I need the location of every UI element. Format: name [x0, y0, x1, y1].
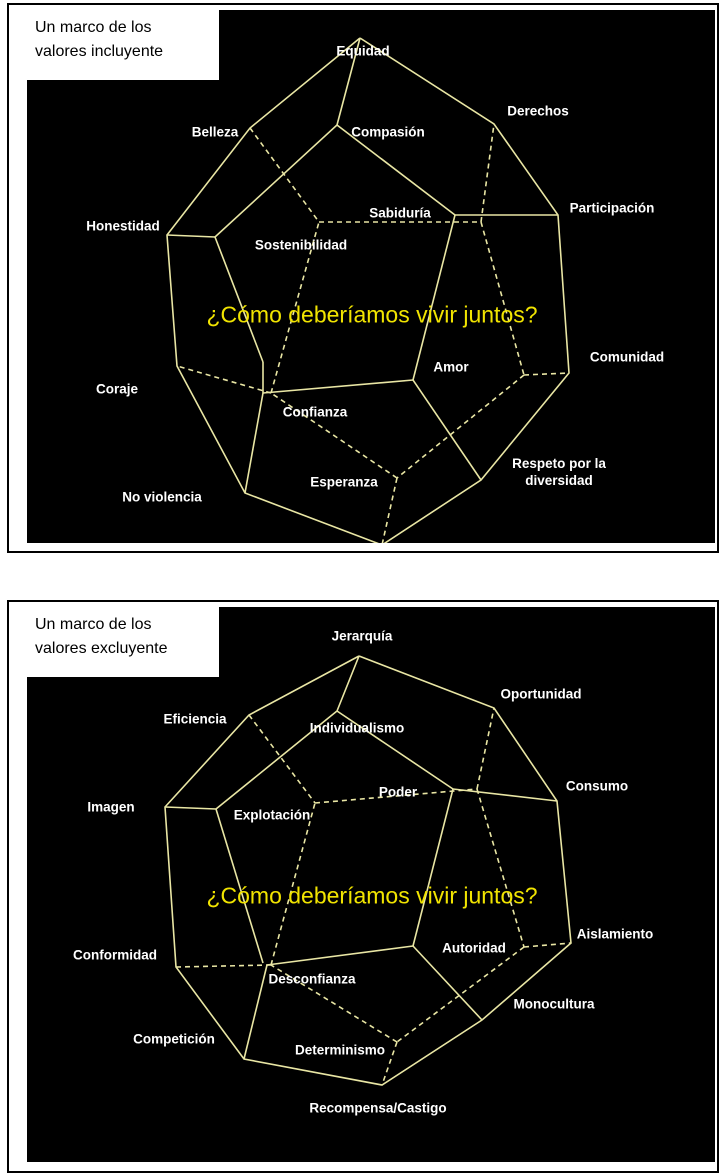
label-individualismo: Individualismo	[309, 720, 405, 736]
dodecahedron-wireframe	[166, 37, 570, 543]
label-belleza: Belleza	[191, 124, 239, 140]
label-poder: Poder	[378, 784, 418, 800]
label-explotacion: Explotación	[233, 807, 311, 823]
label-determinismo: Determinismo	[294, 1042, 386, 1058]
exclusive-values-panel: Un marco de los valores excluyente ¿Cómo…	[7, 600, 719, 1173]
label-jerarquia: Jerarquía	[331, 628, 393, 644]
label-respeto-por-la-diversidad: Respeto por la diversidad	[512, 456, 606, 488]
label-conformidad: Conformidad	[73, 947, 157, 963]
inclusive-values-panel: Un marco de los valores incluyente ¿Cómo…	[7, 3, 719, 553]
caption-line-1: Un marco de los	[35, 616, 152, 633]
label-recompensa-castigo: Recompensa/Castigo	[309, 1100, 447, 1116]
label-derechos: Derechos	[507, 103, 569, 119]
label-oportunidad: Oportunidad	[500, 686, 582, 702]
panel-caption: Un marco de los valores incluyente	[27, 10, 219, 80]
label-monocultura: Monocultura	[513, 996, 595, 1012]
label-sostenibilidad: Sostenibilidad	[254, 237, 348, 253]
label-compasion: Compasión	[351, 124, 425, 140]
label-comunidad: Comunidad	[589, 349, 665, 365]
label-no-violencia: No violencia	[122, 489, 202, 505]
exclusive-dodecahedron-diagram: Un marco de los valores excluyente ¿Cómo…	[27, 607, 715, 1162]
label-competicion: Competición	[133, 1031, 215, 1047]
panel-caption: Un marco de los valores excluyente	[27, 607, 219, 677]
central-question: ¿Cómo deberíamos vivir juntos?	[206, 301, 538, 328]
caption-line-2: valores incluyente	[35, 43, 164, 60]
caption-line-2: valores excluyente	[35, 640, 168, 657]
central-question: ¿Cómo deberíamos vivir juntos?	[206, 882, 538, 909]
label-sabiduria: Sabiduría	[369, 205, 431, 221]
label-coraje: Coraje	[95, 381, 139, 397]
label-amor: Amor	[433, 359, 469, 375]
label-equidad: Equidad	[336, 43, 390, 59]
label-participacion: Participación	[569, 200, 655, 216]
label-autoridad: Autoridad	[442, 940, 506, 956]
label-esperanza: Esperanza	[310, 474, 378, 490]
label-eficiencia: Eficiencia	[163, 711, 227, 727]
label-consumo: Consumo	[565, 778, 629, 794]
label-honestidad: Honestidad	[86, 218, 160, 234]
label-aislamiento: Aislamiento	[576, 926, 654, 942]
inclusive-dodecahedron-diagram: Un marco de los valores incluyente ¿Cómo…	[27, 10, 715, 543]
label-desconfianza: Desconfianza	[268, 971, 356, 987]
label-confianza: Confianza	[282, 404, 348, 420]
label-imagen: Imagen	[87, 799, 135, 815]
dodecahedron-wireframe	[164, 655, 572, 1086]
caption-line-1: Un marco de los	[35, 19, 152, 36]
